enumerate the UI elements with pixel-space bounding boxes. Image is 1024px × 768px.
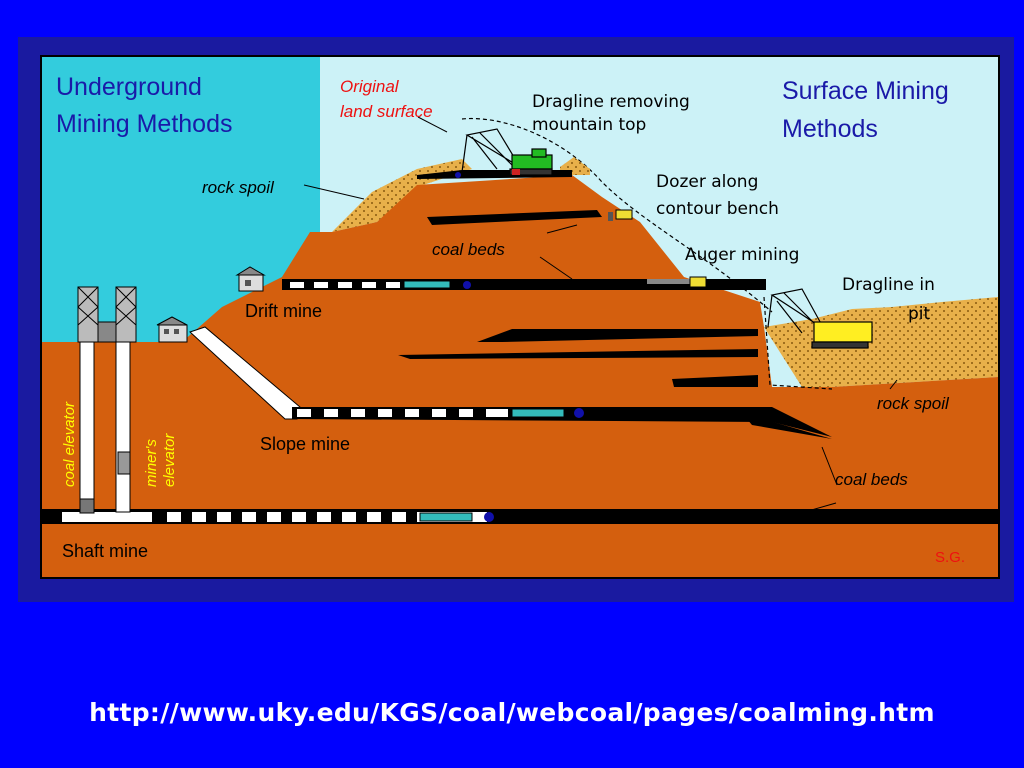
label-coal-elevator: coal elevator [61,401,78,487]
diagram-canvas: Underground Mining Methods Surface Minin… [42,57,998,577]
title-surface-line1: Surface Mining [782,77,949,105]
signature-initials: S.G. [935,549,965,566]
title-underground-line2: Mining Methods [56,110,232,138]
coal-seam-2 [427,210,602,225]
dragline-mountain-top [455,128,553,178]
label-original-line2: land surface [340,102,433,121]
label-dozer-line1: Dozer along [656,172,758,192]
headframe-towers [77,286,137,343]
continuous-miner-drift [403,280,471,289]
dragline-in-pit [767,288,873,349]
miners-elevator-cage [117,451,131,475]
coal-seam-taper [742,413,832,439]
label-dragline-pit-line1: Dragline in [842,275,935,295]
rock-spoil-right-pile [764,297,998,387]
label-shaft-mine: Shaft mine [62,541,148,561]
coal-seam-split-a [477,329,758,342]
source-url: http://www.uky.edu/KGS/coal/webcoal/page… [89,698,935,727]
auger-machine [647,276,707,288]
coal-elevator-shaft [79,341,95,513]
coal-seam-slope [292,407,832,437]
label-coal-beds-upper: coal beds [432,240,505,259]
slope-tunnel-rooms [297,409,508,417]
dozer [608,209,633,221]
label-rock-spoil-right: rock spoil [877,394,950,413]
leader-lines [303,116,898,512]
label-rock-spoil-left: rock spoil [202,178,275,197]
continuous-miner-shaft [419,512,494,522]
miners-elevator-shaft [115,341,131,513]
label-slope-mine: Slope mine [260,434,350,454]
pit-outline [763,296,833,390]
label-drift-mine: Drift mine [245,301,322,321]
label-dragline-removing-line2: mountain top [532,115,646,135]
label-dragline-removing-line1: Dragline removing [532,92,690,112]
coal-skip [79,498,95,514]
coal-seam-split-b [398,349,758,359]
coal-seam-shaft [42,509,998,524]
mining-diagram: Underground Mining Methods Surface Minin… [40,55,1000,579]
label-dozer-line2: contour bench [656,199,779,219]
building-shaft [156,316,188,343]
label-dragline-pit-line2: pit [908,304,931,324]
title-surface-line2: Methods [782,115,878,143]
label-miners-elevator-line2: elevator [161,433,178,487]
coal-seam-4 [672,375,758,387]
coal-seam-drift [282,279,766,290]
building-drift [235,266,266,292]
original-surface-line [461,117,773,313]
shaft-tunnel-rooms [62,512,487,522]
label-original-line1: Original [340,77,400,96]
label-miners-elevator-line1: miner's [143,439,160,487]
label-coal-beds-lower: coal beds [835,470,908,489]
title-underground-line1: Underground [56,73,202,101]
continuous-miner-slope [511,408,584,418]
earth-mass [42,175,998,577]
label-auger-mining: Auger mining [685,245,799,265]
